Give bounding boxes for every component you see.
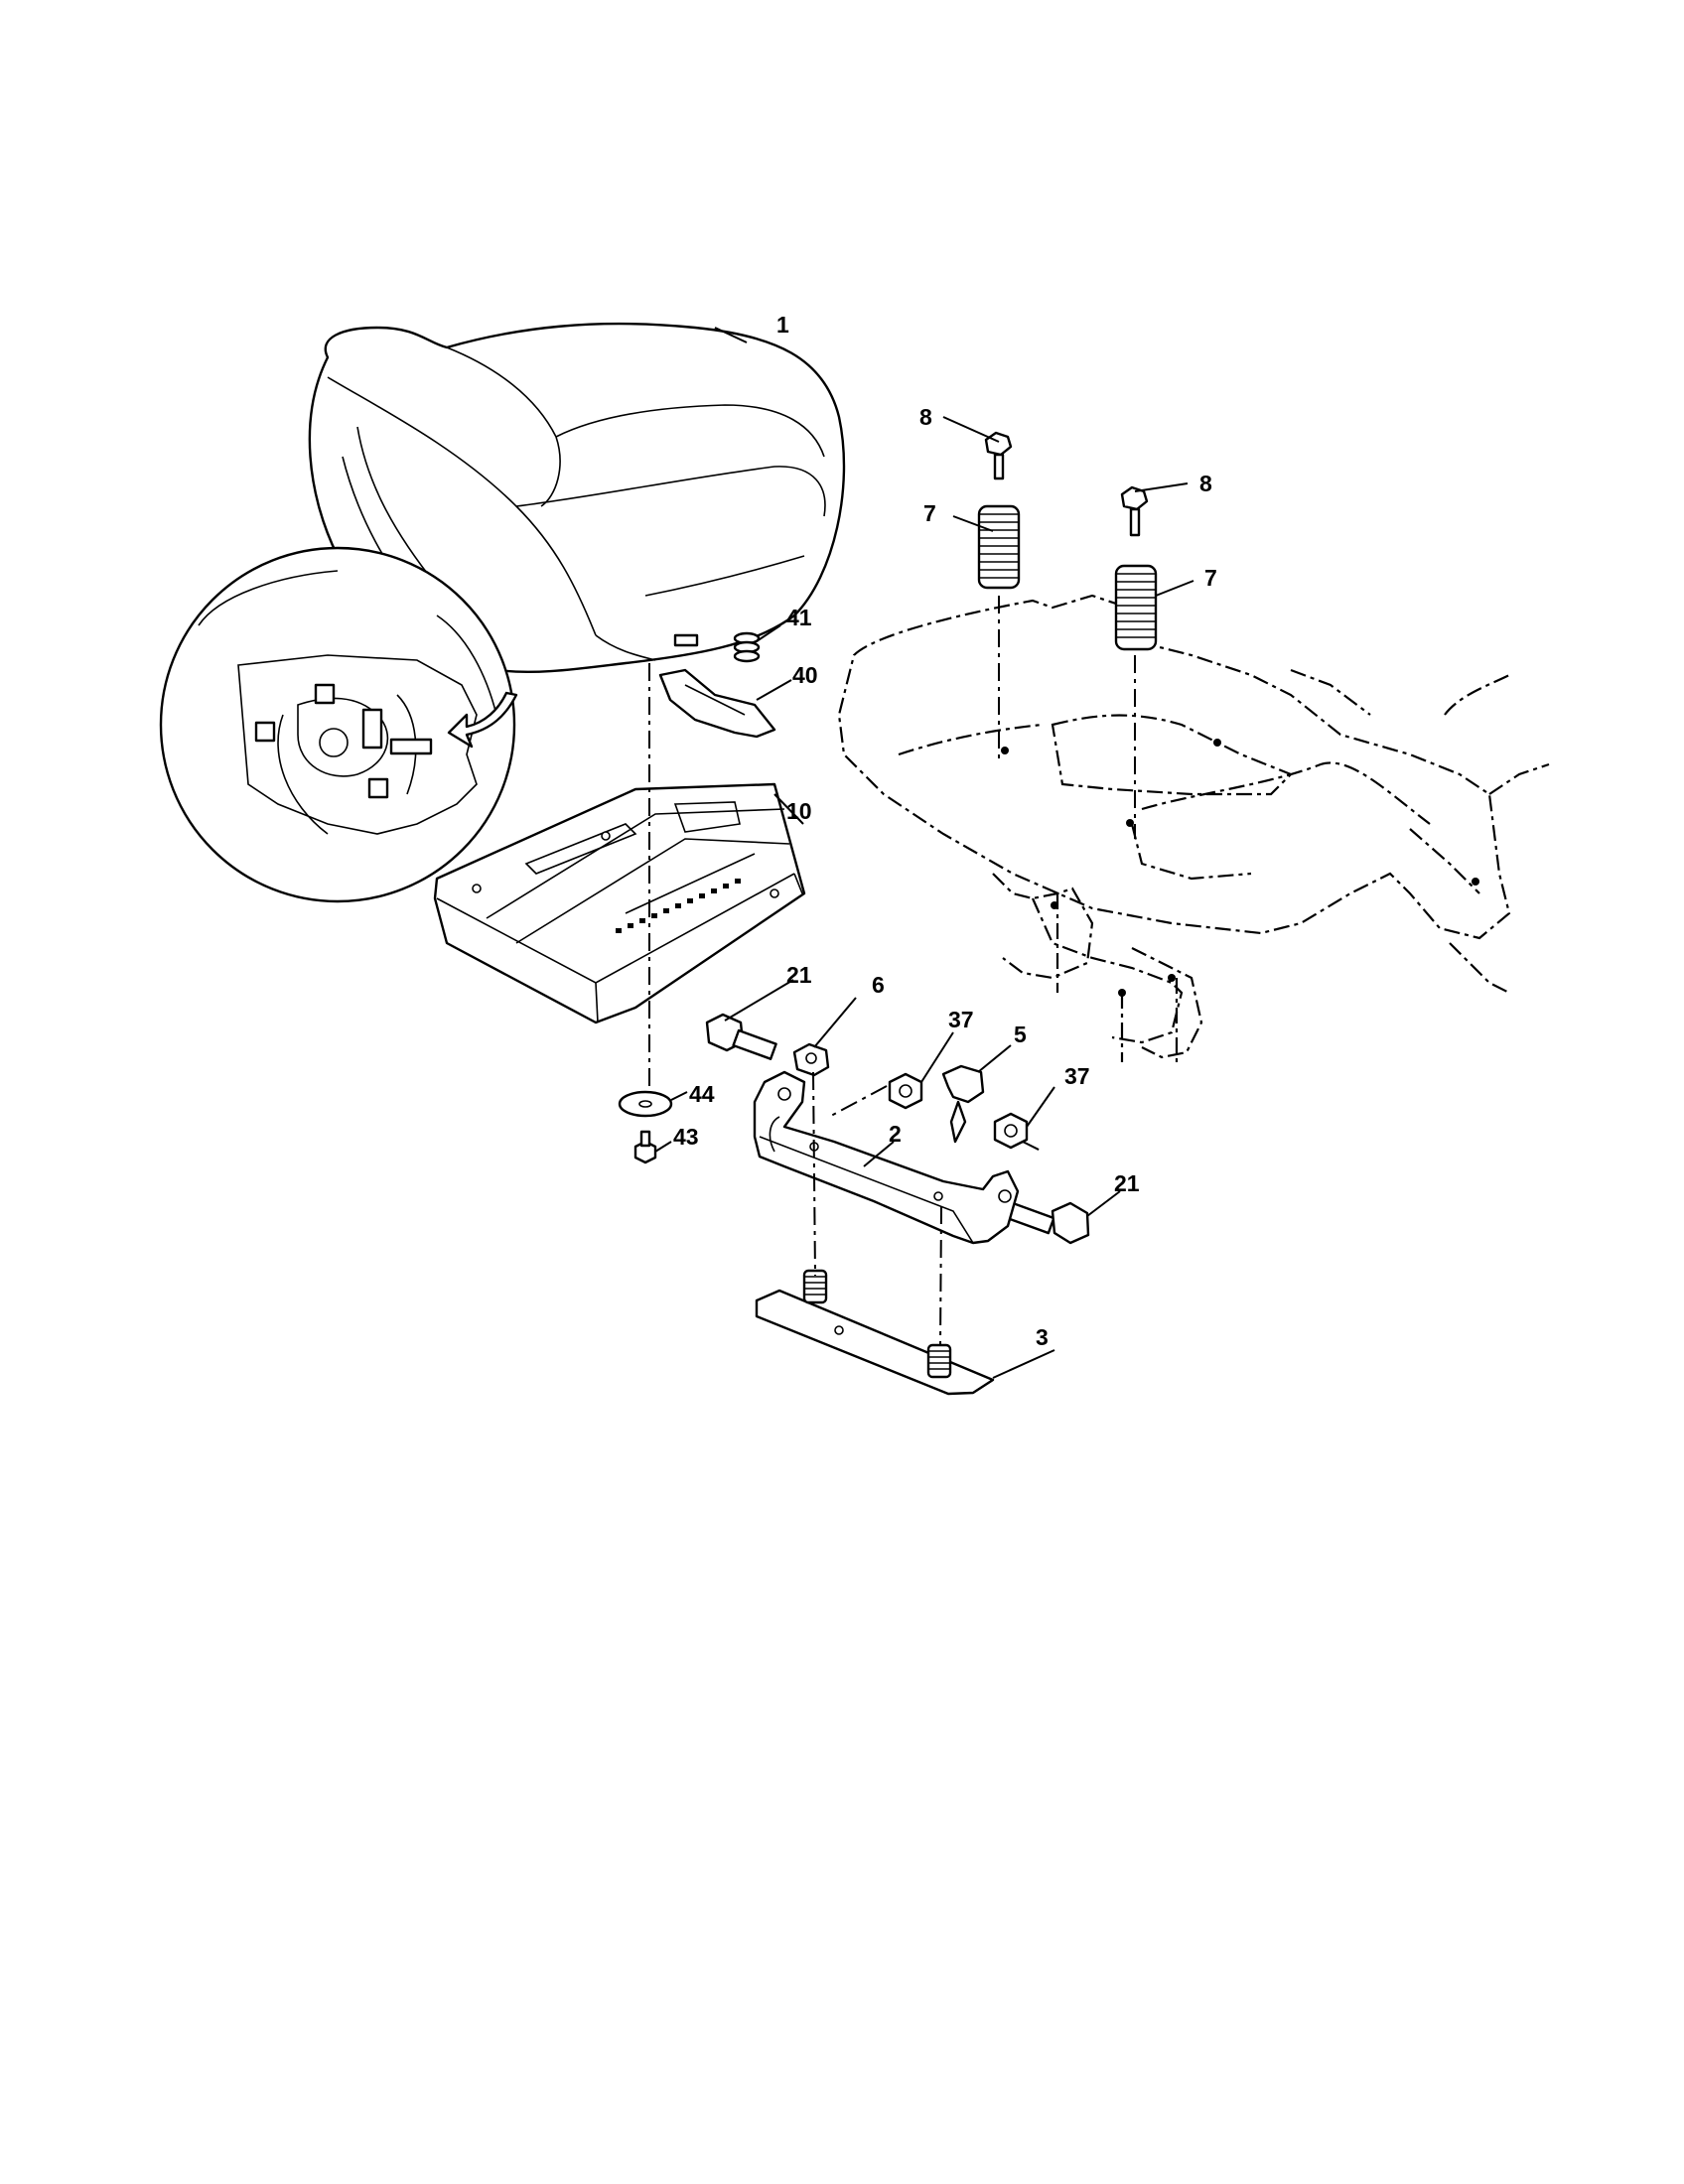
callout-labels: 1 8 8 7 7 41 40 10 21 6 37 5 37 2 21 44 … [673, 312, 1217, 1350]
callout-37-left: 37 [948, 1007, 974, 1032]
callout-5: 5 [1014, 1022, 1027, 1047]
callout-7-right: 7 [1204, 565, 1217, 591]
seat-spring-right [1114, 564, 1158, 651]
callout-40: 40 [792, 662, 818, 688]
callout-21-left: 21 [786, 962, 812, 988]
hex-nut [792, 1042, 830, 1077]
washer-bolt [633, 1130, 657, 1164]
callout-2: 2 [889, 1121, 902, 1147]
detail-view-circle [159, 546, 516, 903]
callout-8-right: 8 [1199, 471, 1212, 496]
fender-mount-holes [1001, 739, 1479, 997]
lock-nut-left [888, 1072, 923, 1110]
shoulder-bolt-right [1006, 1201, 1090, 1245]
shoulder-bolt-left [705, 1013, 777, 1060]
spring-bolt-left [984, 431, 1013, 480]
callout-41: 41 [786, 605, 812, 630]
seat-pan-slot-holes [616, 879, 741, 933]
fender-phantom [837, 594, 1550, 1062]
callout-10: 10 [786, 798, 812, 824]
lock-nut-right [993, 1112, 1029, 1150]
flat-washer [618, 1090, 673, 1118]
seat-mount-bracket [753, 1070, 1020, 1245]
spring-bolt-right [1120, 485, 1149, 537]
seat-latch [658, 668, 776, 739]
callout-7-left: 7 [923, 500, 936, 526]
leader-lines [654, 327, 1194, 1379]
seat-pan [433, 782, 806, 1024]
seat-switch-clip [941, 1064, 985, 1144]
spring-base-plate [755, 1269, 995, 1396]
detail-arrow [447, 691, 518, 749]
seat-spring-left [977, 504, 1021, 590]
callout-1: 1 [776, 312, 789, 338]
assembly-centerlines [648, 596, 1136, 1346]
callout-44: 44 [689, 1081, 715, 1107]
callout-3: 3 [1036, 1324, 1049, 1350]
callout-8-left: 8 [919, 404, 932, 430]
callout-21-right: 21 [1114, 1170, 1140, 1196]
callout-43: 43 [673, 1124, 699, 1150]
callout-6: 6 [872, 972, 885, 998]
callout-37-right: 37 [1064, 1063, 1090, 1089]
small-spring [733, 631, 761, 663]
